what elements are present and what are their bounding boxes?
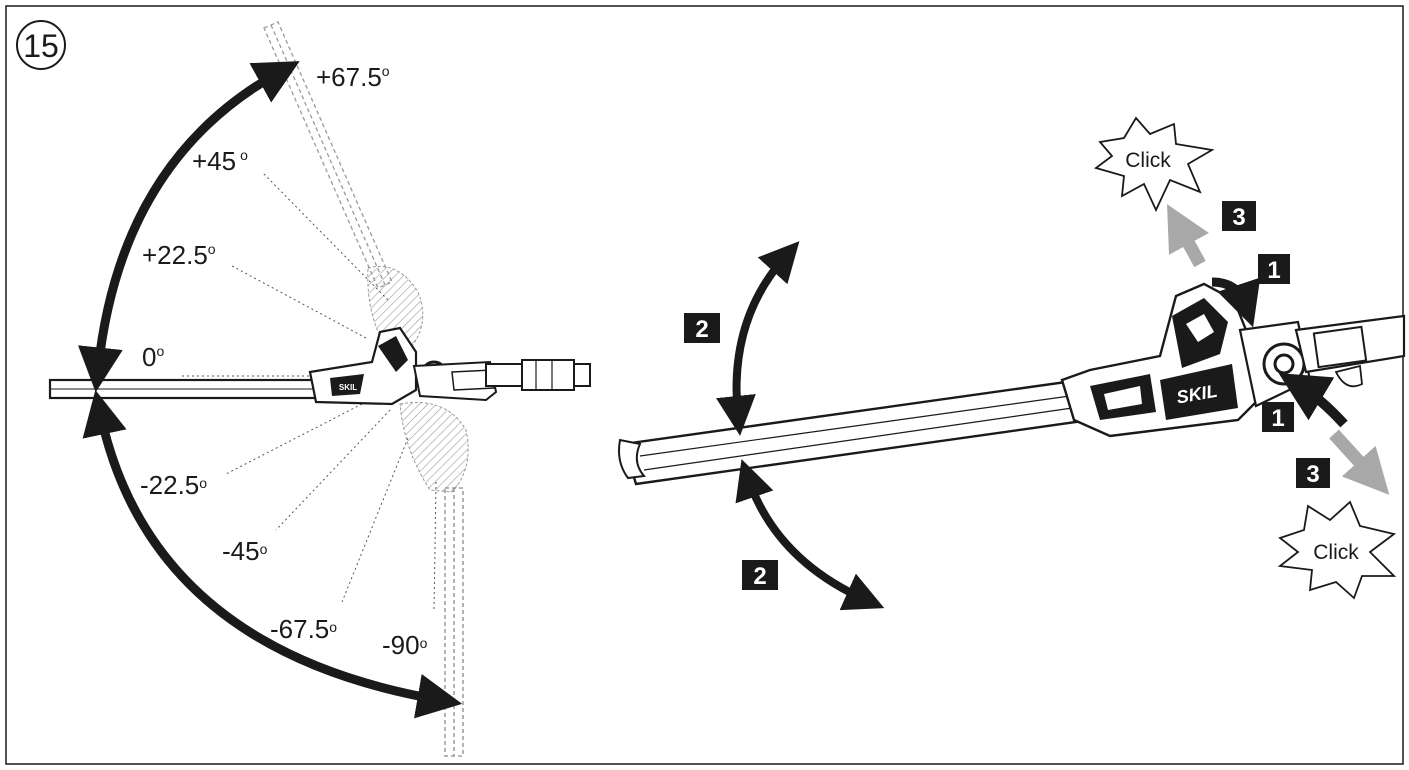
rotate-arrow-upper [716, 241, 800, 436]
angle-label-0: 0o [142, 342, 164, 372]
figure-frame [5, 5, 1404, 765]
badge-step-1-bottom-label: 1 [1271, 405, 1284, 432]
angle-label-plus-67: +67.5o [316, 62, 390, 92]
figure-number-circle [16, 20, 66, 70]
badge-step-3-top: 3 [1222, 201, 1256, 231]
shaft-horizontal [48, 378, 320, 400]
logo-plate [1160, 364, 1238, 420]
coupling-collar [521, 359, 575, 391]
perspective-housing: SKIL [1060, 282, 1406, 438]
release-arrow-top [1167, 204, 1209, 268]
badge-step-2-upper: 2 [684, 313, 720, 343]
angle-label-plus-22: +22.5o [142, 240, 216, 270]
shaft-tip [618, 438, 646, 480]
ghost-shaft-minus-90 [444, 487, 464, 757]
rotate-arrow-lower [735, 459, 885, 611]
click-burst-top: Click [1094, 116, 1215, 213]
click-label-bottom: Click [1313, 541, 1359, 564]
perspective-shaft [618, 378, 1092, 486]
coupling-end [573, 363, 591, 387]
rear-hook [1334, 364, 1363, 388]
figure-number: 15 [16, 20, 66, 70]
ghost-housing-lower [399, 401, 469, 493]
release-arrow-bottom [1329, 429, 1390, 495]
badge-step-1-bottom: 1 [1262, 402, 1294, 432]
figure-number-label: 15 [23, 28, 59, 64]
housing-shell [1060, 282, 1258, 438]
ghost-shaft-plus-67 [263, 21, 393, 289]
angle-label-minus-67: -67.5o [270, 614, 337, 644]
badge-step-1-top: 1 [1258, 254, 1290, 284]
rear-shaft [1294, 314, 1406, 374]
press-arrow-bottom [1278, 373, 1348, 428]
joint-panel [451, 369, 495, 391]
guide-minus-22 [225, 403, 363, 475]
badge-step-3-bottom-label: 3 [1306, 461, 1319, 488]
tool-head: SKIL [308, 326, 591, 406]
angle-label-minus-22: -22.5o [140, 470, 207, 500]
lock-knob-inner [1273, 353, 1295, 375]
badge-step-3-top-label: 3 [1232, 204, 1245, 231]
guide-minus-90 [433, 481, 437, 611]
arrow-down-range [82, 389, 463, 719]
click-burst-top-shape [1094, 116, 1215, 213]
badge-step-2-upper-label: 2 [695, 316, 708, 343]
guide-minus-67 [341, 437, 409, 603]
angle-label-minus-90: -90o [382, 630, 428, 660]
badge-step-2-lower-label: 2 [753, 563, 766, 590]
rear-collar [1312, 325, 1368, 369]
housing-vent [378, 336, 408, 372]
badge-step-3-bottom: 3 [1296, 458, 1330, 488]
badge-step-2-lower: 2 [742, 560, 778, 590]
press-arrow-top [1211, 277, 1261, 328]
arrow-up-range [77, 61, 300, 393]
joint-body [412, 360, 498, 402]
coupling [485, 363, 527, 387]
guide-plus-22 [231, 265, 367, 339]
click-label-top: Click [1125, 149, 1171, 172]
click-burst-bottom: Click [1277, 500, 1397, 600]
ghost-housing-upper [367, 265, 424, 347]
angle-label-minus-45: -45o [222, 536, 268, 566]
grip-band-window [1104, 386, 1142, 410]
click-burst-bottom-shape [1277, 500, 1397, 600]
badge-step-1-top-label: 1 [1267, 257, 1280, 284]
right-perspective-view: SKIL 3 1 1 [618, 116, 1406, 611]
guide-plus-45 [261, 171, 389, 301]
head-logo: SKIL [339, 383, 357, 392]
guide-minus-45 [275, 409, 391, 531]
housing-vent-highlight [1186, 314, 1214, 342]
